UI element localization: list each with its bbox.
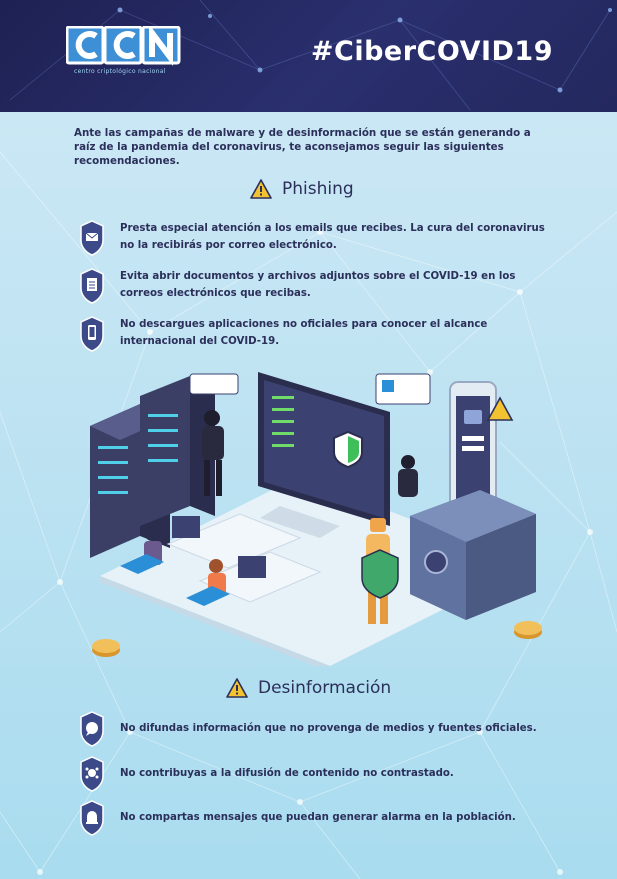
alarm-icon (80, 800, 104, 836)
list-item: Presta especial atención a los emails qu… (80, 220, 560, 256)
person-icon (120, 527, 164, 574)
list-item: No compartas mensajes que puedan generar… (80, 800, 560, 836)
cybersecurity-illustration (90, 372, 542, 666)
phishing-item-text: Presta especial atención a los emails qu… (120, 223, 545, 251)
hacker-icon (202, 410, 224, 496)
desinformacion-item-text: No compartas mensajes que puedan generar… (120, 812, 516, 823)
warning-icon (226, 678, 248, 698)
hacker-icon (398, 455, 418, 497)
document-icon (80, 268, 104, 304)
ccn-logo (66, 26, 181, 66)
desinformacion-item-text: No difundas información que no provenga … (120, 723, 537, 734)
phishing-item-text: No descargues aplicaciones no oficiales … (120, 319, 488, 347)
mobile-icon (80, 316, 104, 352)
desinformacion-heading: Desinformación (226, 678, 391, 698)
server-rack-icon (90, 376, 215, 558)
safe-icon (410, 490, 536, 620)
desinformacion-title: Desinformación (258, 678, 392, 698)
header-banner: centro criptológico nacional #CiberCOVID… (0, 0, 617, 112)
phishing-heading: Phishing (250, 179, 354, 199)
warning-icon (250, 179, 272, 199)
intro-paragraph: Ante las campañas de malware y de desinf… (74, 127, 531, 167)
list-item: No descargues aplicaciones no oficiales … (80, 316, 560, 352)
logo-subtitle: centro criptológico nacional (74, 68, 166, 75)
person-icon (186, 559, 230, 606)
phishing-title: Phishing (282, 179, 354, 199)
coin-icon (514, 621, 542, 639)
list-item: No difundas información que no provenga … (80, 711, 560, 747)
campaign-hashtag: #CiberCOVID19 (310, 36, 553, 67)
email-icon (80, 220, 104, 256)
coin-icon (92, 639, 120, 657)
chat-icon (80, 711, 104, 747)
robot-icon (361, 518, 399, 624)
phishing-item-text: Evita abrir documentos y archivos adjunt… (120, 271, 516, 299)
desinformacion-item-text: No contribuyas a la difusión de contenid… (120, 768, 454, 779)
list-item: No contribuyas a la difusión de contenid… (80, 756, 560, 792)
list-item: Evita abrir documentos y archivos adjunt… (80, 268, 560, 304)
virus-icon (80, 756, 104, 792)
